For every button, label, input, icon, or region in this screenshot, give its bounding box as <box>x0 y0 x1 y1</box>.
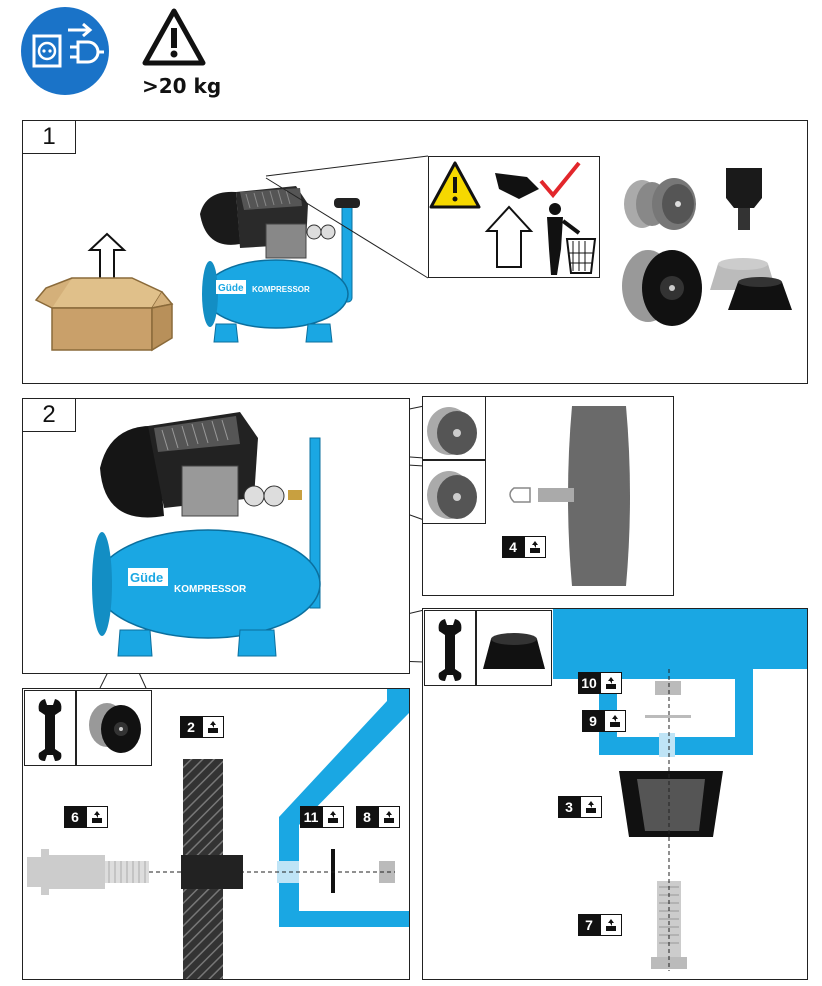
part-tag-8: 8 <box>356 806 400 828</box>
parts-box-icon <box>86 806 108 828</box>
part-tag-9: 9 <box>582 710 626 732</box>
parts-box-icon <box>600 672 622 694</box>
step-number: 2 <box>23 399 76 432</box>
foot-assembly-diagram <box>423 609 807 979</box>
wheel-assembly-diagram <box>23 689 409 979</box>
included-parts-image <box>614 160 794 332</box>
parts-box-icon <box>322 806 344 828</box>
svg-text:KOMPRESSOR: KOMPRESSOR <box>174 584 247 595</box>
svg-text:KOMPRESSOR: KOMPRESSOR <box>252 285 310 294</box>
wheel-thumb-2 <box>422 460 486 524</box>
packaging-disposal-callout <box>428 156 600 278</box>
wheel-axle-diagram <box>500 404 666 590</box>
wheel-thumb <box>76 690 152 766</box>
parts-box-icon <box>524 536 546 558</box>
part-tag-7: 7 <box>578 914 622 936</box>
wrench-thumb <box>424 610 476 686</box>
step-number: 1 <box>23 121 76 154</box>
part-tag-4: 4 <box>502 536 546 558</box>
parts-box-icon <box>378 806 400 828</box>
compressor-image: Güde KOMPRESSOR <box>196 184 372 354</box>
compressor-large-image: Güde KOMPRESSOR <box>90 408 340 666</box>
wheel-thumb-1 <box>422 396 486 460</box>
part-tag-10: 10 <box>578 672 622 694</box>
unplug-icon <box>20 6 110 96</box>
weight-label: >20 kg <box>142 74 222 98</box>
part-tag-3: 3 <box>558 796 602 818</box>
part-tag-6: 6 <box>64 806 108 828</box>
cardboard-box-icon <box>32 232 182 354</box>
part-tag-11: 11 <box>300 806 344 828</box>
foot-thumb <box>476 610 552 686</box>
part-tag-2: 2 <box>180 716 224 738</box>
warning-triangle-icon <box>142 8 206 66</box>
wrench-thumb <box>24 690 76 766</box>
parts-box-icon <box>580 796 602 818</box>
parts-box-icon <box>604 710 626 732</box>
svg-text:Güde: Güde <box>218 283 244 294</box>
parts-box-icon <box>202 716 224 738</box>
parts-box-icon <box>600 914 622 936</box>
svg-text:Güde: Güde <box>130 570 163 585</box>
